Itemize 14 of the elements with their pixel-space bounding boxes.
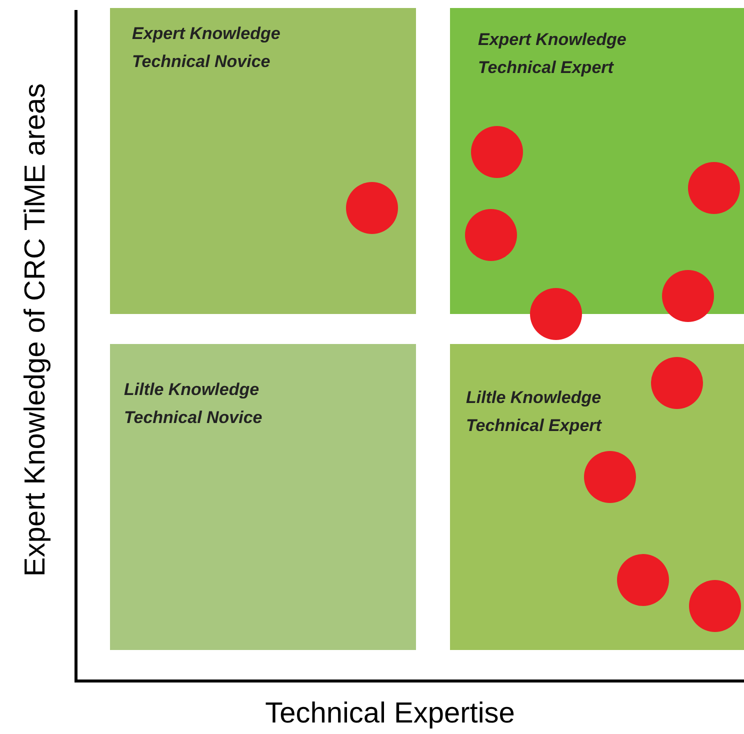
quadrant-label: Technical Expert [478,57,615,79]
quadrant-box [110,344,416,650]
quadrant-label: Technical Expert [466,415,603,437]
quadrant-label: Expert Knowledge [478,29,628,51]
quadrant-label: Technical Novice [132,51,272,73]
axis-title: Expert Knowledge of CRC TiME areas [18,83,52,577]
axis-title: Technical Expertise [265,696,515,732]
quadrant-label: Liltle Knowledge [466,387,602,409]
quadrant-box [110,8,416,314]
quadrant-label: Expert Knowledge [132,23,282,45]
quadrant-box [450,8,744,314]
quadrant-label: Liltle Knowledge [124,379,260,401]
quadrant-label: Technical Novice [124,407,264,429]
quadrant-box [450,344,744,650]
